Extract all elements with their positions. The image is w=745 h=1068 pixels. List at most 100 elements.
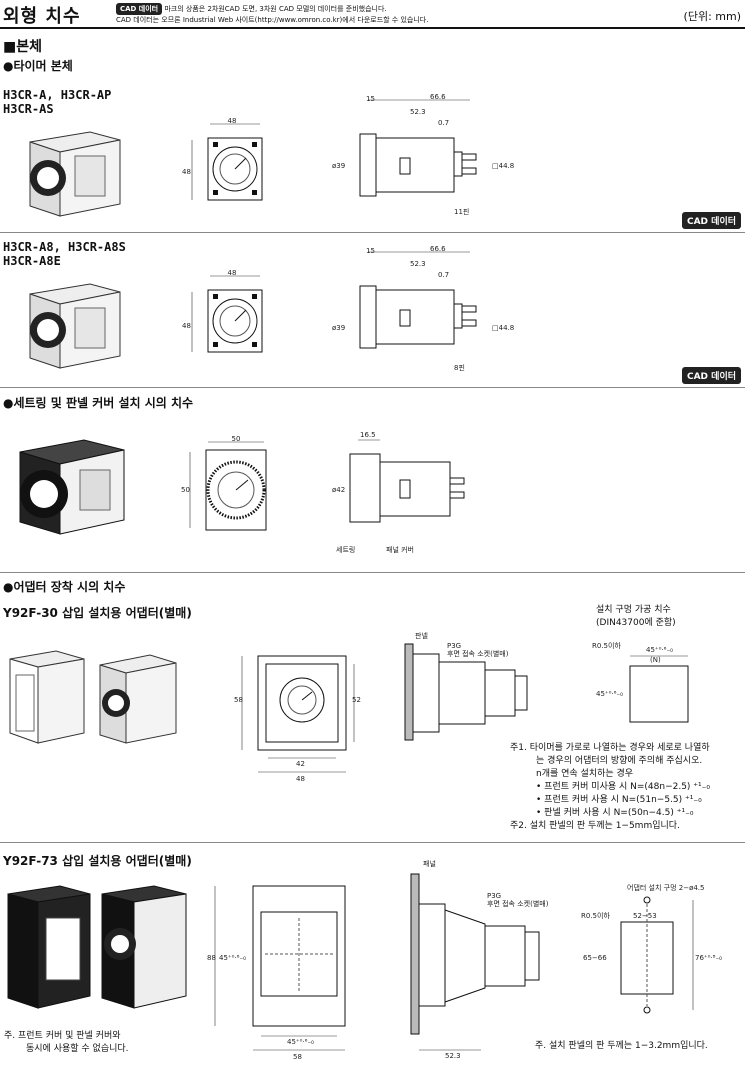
separator bbox=[0, 572, 745, 573]
header-rule bbox=[0, 27, 745, 29]
block4-cutout-title-line1: 설치 구멍 가공 치수 bbox=[596, 605, 671, 615]
block3-label-cover: 패널 커버 bbox=[386, 545, 414, 554]
cad-note: CAD 데이터 마크의 상품은 2차원CAD 도면, 3차원 CAD 모델의 데… bbox=[116, 3, 428, 25]
block5-front-w2: 58 bbox=[293, 1053, 302, 1061]
block5-cut-holes: 어댑터 설치 구멍 2−ø4.5 bbox=[627, 883, 705, 892]
block5-cut-r: R0.5이하 bbox=[581, 911, 610, 920]
block1-model-line1: H3CR-A, H3CR-AP bbox=[3, 88, 112, 102]
block1-timer-photo bbox=[29, 131, 121, 217]
block4-note-2: 는 경우의 어댑터의 방향에 주의해 주십시오. bbox=[536, 756, 703, 766]
block2-dim-c: 0.7 bbox=[438, 271, 449, 279]
block5-label-socket-a: P3G bbox=[487, 892, 501, 900]
block5-depth: 52.3 bbox=[445, 1052, 461, 1060]
block3-front-view: 50 50 bbox=[181, 436, 267, 531]
block1-cad-data-button[interactable]: CAD 데이터 bbox=[681, 212, 741, 229]
block2-dim-total: 66.6 bbox=[430, 245, 446, 253]
block2-dim-b: 52.3 bbox=[410, 260, 426, 268]
block4-front-w2: 48 bbox=[296, 775, 305, 783]
block4-front-h1: 58 bbox=[234, 696, 243, 704]
block4-note-4: • 프런트 커버 미사용 시 N=(48n−2.5) ⁺¹₋₀ bbox=[536, 782, 711, 792]
block4-label-socket-a: P3G bbox=[447, 642, 461, 650]
block5-cut-h2: 76⁺⁰·⁸₋₀ bbox=[695, 954, 722, 962]
block2-front-view: 48 48 bbox=[182, 270, 263, 353]
block4-note-3: n개를 연속 설치하는 경우 bbox=[536, 769, 634, 779]
block2-pins: 8핀 bbox=[454, 363, 465, 372]
cad-data-badge: CAD 데이터 bbox=[116, 3, 163, 15]
subsection-timer-body: ●타이머 본체 bbox=[3, 59, 73, 73]
subsection-setting-ring: ●세트링 및 판넬 커버 설치 시의 치수 bbox=[3, 396, 194, 410]
block5-cut-h1: 65−66 bbox=[583, 954, 607, 962]
block4-label-panel: 판넬 bbox=[415, 631, 428, 640]
block5-front-h1: 88 bbox=[207, 954, 216, 962]
block2-dim-dia: ø39 bbox=[332, 324, 345, 332]
block4-cutout-drawing: R0.5이하 45⁺⁰·⁶₋₀ (N) 45⁺⁰·⁶₋₀ bbox=[592, 641, 689, 723]
block3-label-ring: 세트링 bbox=[336, 545, 355, 554]
block5-note-left: 주. 프런트 커버 및 판넬 커버와 동시에 사용할 수 없습니다. bbox=[4, 1030, 129, 1056]
block3-front-width: 50 bbox=[232, 436, 241, 443]
block2-cad-data-button[interactable]: CAD 데이터 bbox=[681, 367, 741, 384]
block1-dim-dia: ø39 bbox=[332, 162, 345, 170]
block4-cutout-title: 설치 구멍 가공 치수 (DIN43700에 준함) bbox=[596, 604, 676, 630]
block4-note-7: 주2. 설치 판넬의 판 두께는 1−5mm입니다. bbox=[510, 821, 680, 831]
block1-dim-b: 52.3 bbox=[410, 108, 426, 116]
separator bbox=[0, 387, 745, 388]
block4-cut-n: (N) bbox=[650, 656, 661, 664]
block5-cut-w: 52−53 bbox=[633, 912, 657, 920]
block5-label-socket-b: 후면 접속 소켓(별매) bbox=[487, 899, 549, 908]
block4-label-socket-b: 후면 접속 소켓(별매) bbox=[447, 649, 509, 658]
block2-model-line2: H3CR-A8E bbox=[3, 254, 61, 268]
block1-pins: 11핀 bbox=[454, 207, 469, 216]
block1-dim-total: 66.6 bbox=[430, 93, 446, 101]
block1-front-width: 48 bbox=[228, 118, 237, 125]
block3-front-height: 50 bbox=[181, 486, 190, 494]
block2-side-view: 15 66.6 52.3 0.7 ø39 □44.8 8핀 bbox=[332, 245, 514, 372]
block1-dim-a: 15 bbox=[366, 95, 375, 103]
block4-cut-r: R0.5이하 bbox=[592, 641, 621, 650]
block4-side-view: 판넬 P3G 후면 접속 소켓(별매) bbox=[404, 631, 528, 741]
block3-timer-photo bbox=[19, 439, 125, 535]
block1-front-view: 48 48 bbox=[182, 118, 263, 201]
block3-side-view: 16.5 ø42 세트링 패널 커버 bbox=[332, 431, 465, 554]
block4-front-view: 58 52 42 48 bbox=[234, 655, 361, 783]
block5-side-view: 패널 P3G 후면 접속 소켓(별매) 52.3 bbox=[410, 859, 549, 1060]
block4-note-5: • 프런트 커버 사용 시 N=(51n−5.5) ⁺¹₋₀ bbox=[536, 795, 702, 805]
block1-models: H3CR-A, H3CR-AP H3CR-AS bbox=[3, 88, 111, 116]
block1-dim-square: □44.8 bbox=[492, 162, 514, 170]
block4-note-1: 주1. 타이머를 가로로 나열하는 경우와 세로로 나열하 bbox=[510, 743, 710, 753]
block2-front-width: 48 bbox=[228, 270, 237, 277]
subsection-adapter: ●어댑터 장착 시의 치수 bbox=[3, 580, 126, 594]
block5-front-h2: 45⁺⁰·⁶₋₀ bbox=[219, 954, 246, 962]
block4-front-h2: 52 bbox=[352, 696, 361, 704]
block5-label-panel: 패널 bbox=[423, 859, 436, 868]
block5-title: Y92F-73 삽입 설치용 어댑터(별매) bbox=[3, 854, 192, 868]
cad-note-line1: 마크의 상품은 2차원CAD 도면, 3차원 CAD 모델의 데이터를 준비했습… bbox=[164, 5, 387, 13]
block4-notes: 주1. 타이머를 가로로 나열하는 경우와 세로로 나열하 는 경우의 어댑터의… bbox=[510, 742, 742, 833]
block4-cut-h: 45⁺⁰·⁶₋₀ bbox=[596, 690, 623, 698]
block1-side-view: 15 66.6 52.3 0.7 ø39 □44.8 11핀 bbox=[332, 93, 514, 216]
block5-cutout-drawing: 어댑터 설치 구멍 2−ø4.5 R0.5이하 52−53 65−66 76⁺⁰… bbox=[581, 883, 722, 1014]
block2-front-height: 48 bbox=[182, 322, 191, 330]
block4-cutout-title-line2: (DIN43700에 준함) bbox=[596, 618, 676, 628]
cad-note-line2: CAD 데이터는 오므론 Industrial Web 사이트(http://w… bbox=[116, 16, 429, 24]
separator bbox=[0, 232, 745, 233]
block3-depth: 16.5 bbox=[360, 431, 376, 439]
block2-models: H3CR-A8, H3CR-A8S H3CR-A8E bbox=[3, 240, 126, 268]
block1-front-height: 48 bbox=[182, 168, 191, 176]
block2-dim-a: 15 bbox=[366, 247, 375, 255]
block2-dim-square: □44.8 bbox=[492, 324, 514, 332]
block4-note-6: • 판넬 커버 사용 시 N=(50n−4.5) ⁺¹₋₀ bbox=[536, 808, 694, 818]
block5-front-w1: 45⁺⁰·⁶₋₀ bbox=[287, 1038, 314, 1046]
block5-note-left-1: 주. 프런트 커버 및 판넬 커버와 bbox=[4, 1031, 121, 1041]
section-main-body: ■본체 bbox=[3, 39, 42, 55]
block5-adapter-photo bbox=[7, 885, 187, 1009]
block4-front-w1: 42 bbox=[296, 760, 305, 768]
separator bbox=[0, 842, 745, 843]
block3-dia: ø42 bbox=[332, 486, 345, 494]
block1-model-line2: H3CR-AS bbox=[3, 102, 54, 116]
block4-cut-w: 45⁺⁰·⁶₋₀ bbox=[646, 646, 673, 654]
unit-label: (단위: mm) bbox=[683, 10, 741, 23]
page-title: 외형 치수 bbox=[3, 6, 81, 27]
block2-model-line1: H3CR-A8, H3CR-A8S bbox=[3, 240, 126, 254]
block4-adapter-photo bbox=[9, 650, 177, 744]
block5-note-left-2: 동시에 사용할 수 없습니다. bbox=[26, 1044, 129, 1054]
